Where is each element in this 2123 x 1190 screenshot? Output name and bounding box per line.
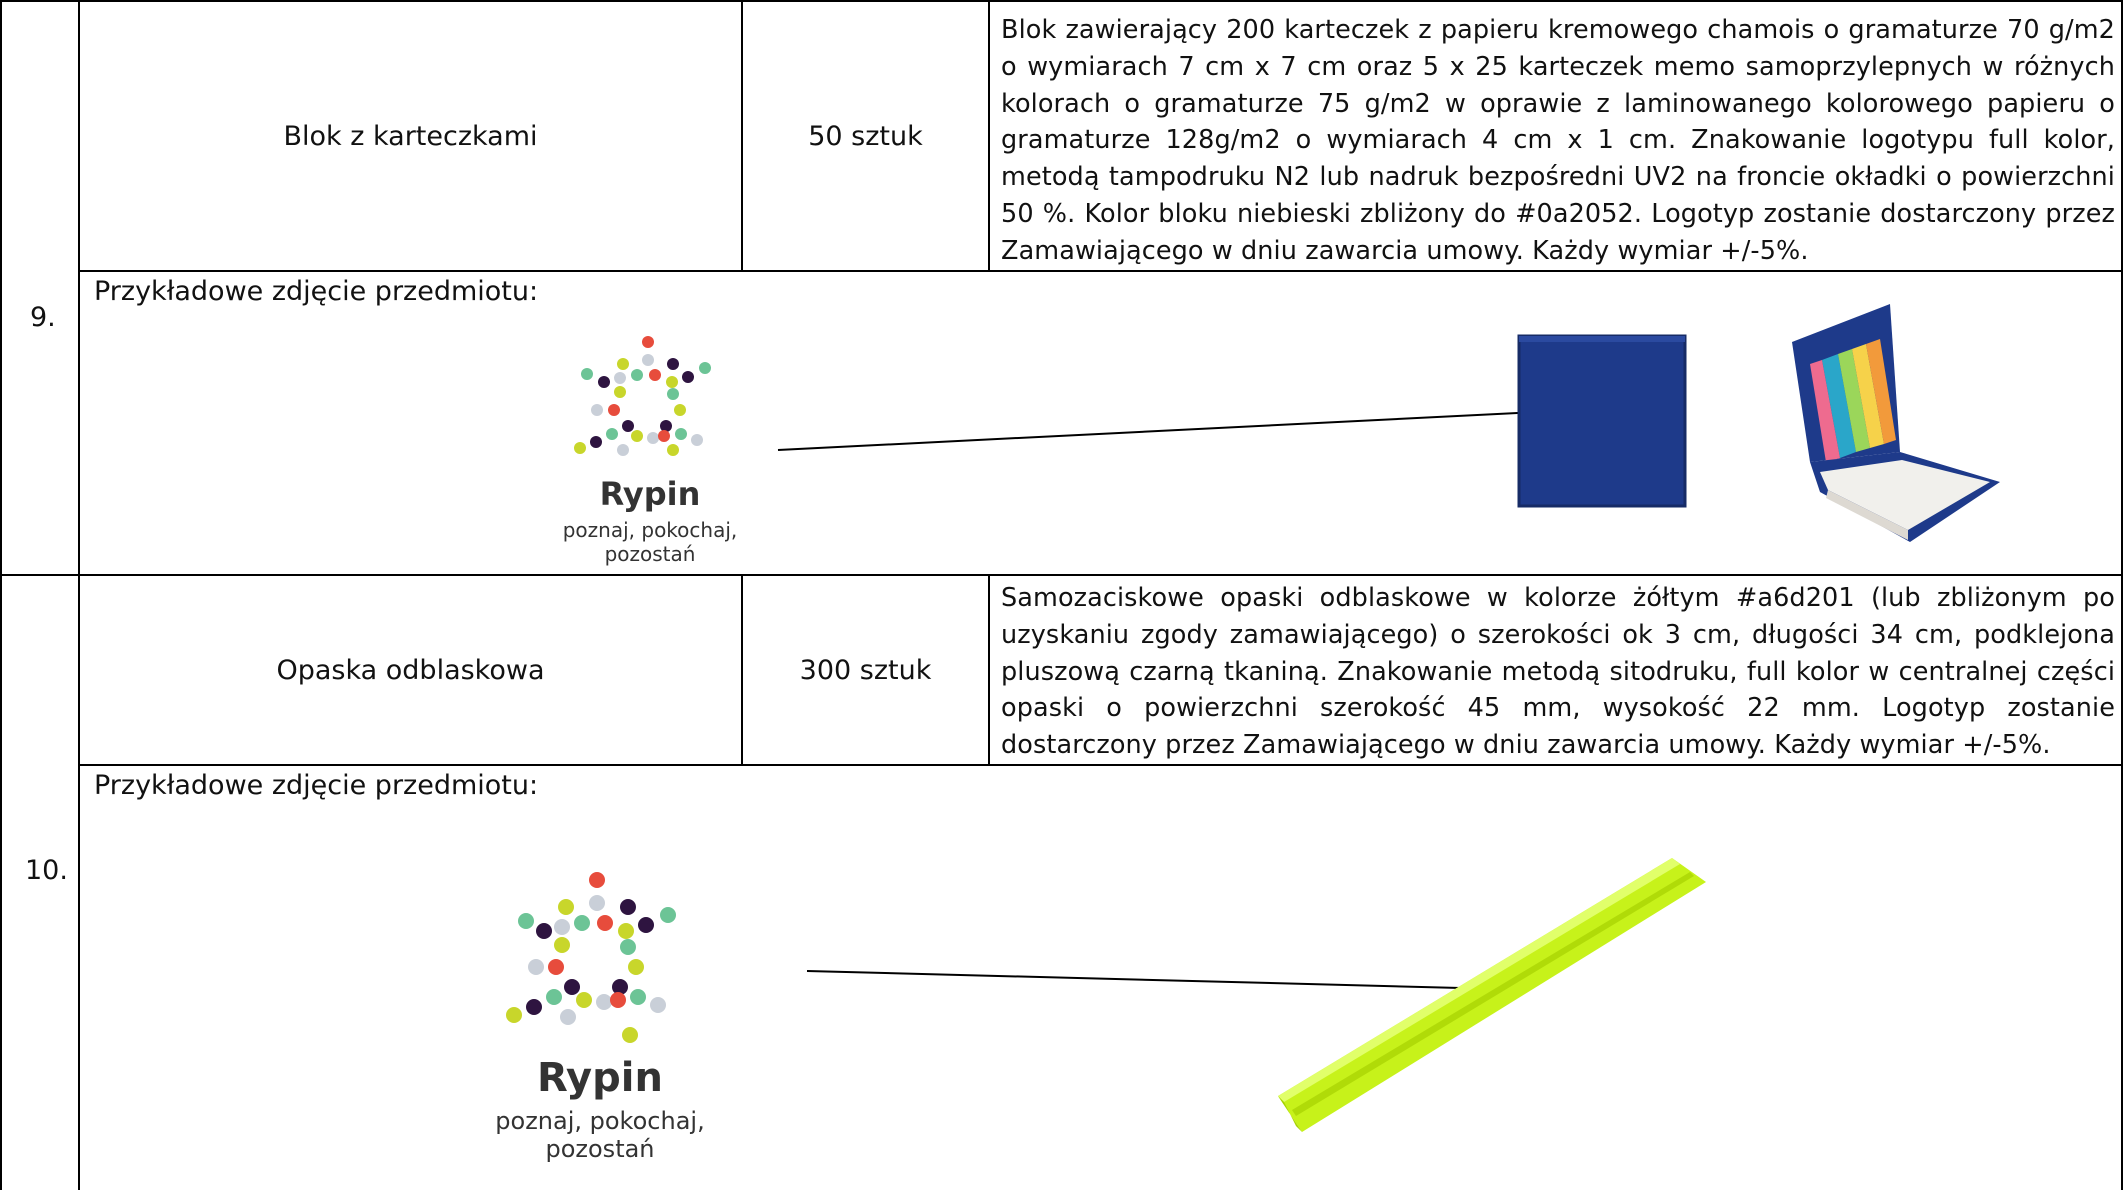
item-name: Opaska odblaskowa xyxy=(276,654,545,686)
reflective-band-image xyxy=(1278,858,1706,1132)
rypin-logo: Rypin poznaj, pokochaj, pozostań xyxy=(440,865,760,1163)
name-column-border-9 xyxy=(741,0,743,272)
logo-dots-graphic xyxy=(506,872,676,1043)
qty-column-border-10 xyxy=(988,574,990,766)
notepad-cover-image xyxy=(1517,334,1687,508)
logo-name: Rypin xyxy=(599,475,701,513)
row-divider xyxy=(0,574,2123,576)
row-9-separator xyxy=(78,270,2123,272)
item-description: Samozaciskowe opaski odblaskowe w kolorz… xyxy=(1001,580,2115,764)
item-quantity: 50 sztuk xyxy=(808,120,923,152)
table-border-right xyxy=(2121,0,2123,1190)
photo-caption: Przykładowe zdjęcie przedmiotu: xyxy=(94,770,539,801)
pointer-arrow xyxy=(777,402,1560,451)
item-quantity: 300 sztuk xyxy=(799,654,932,686)
notepad-open-image xyxy=(1792,304,2000,542)
table-border-top xyxy=(0,0,2123,2)
name-column-border-10 xyxy=(741,574,743,766)
rypin-logo: Rypin poznaj, pokochaj, pozostań xyxy=(520,330,780,566)
photo-caption: Przykładowe zdjęcie przedmiotu: xyxy=(94,276,539,307)
item-description: Blok zawierający 200 karteczek z papieru… xyxy=(1001,12,2115,270)
row-number: 9. xyxy=(30,302,56,333)
description-text: Samozaciskowe opaski odblaskowe w kolorz… xyxy=(1001,583,2115,761)
table-border-left xyxy=(0,0,2,1190)
logo-name: Rypin xyxy=(537,1055,663,1101)
number-column-border xyxy=(78,0,80,1190)
logo-dots-graphic xyxy=(574,336,711,456)
row-10-separator xyxy=(78,764,2123,766)
description-text: Blok zawierający 200 karteczek z papieru… xyxy=(1001,15,2115,266)
logo-tagline: poznaj, pokochaj, pozostań xyxy=(495,1107,705,1163)
logo-tagline: poznaj, pokochaj, pozostań xyxy=(562,518,738,566)
row-number: 10. xyxy=(25,855,68,886)
qty-column-border-9 xyxy=(988,0,990,272)
pointer-arrow xyxy=(806,970,1502,995)
item-name: Blok z karteczkami xyxy=(283,120,538,152)
